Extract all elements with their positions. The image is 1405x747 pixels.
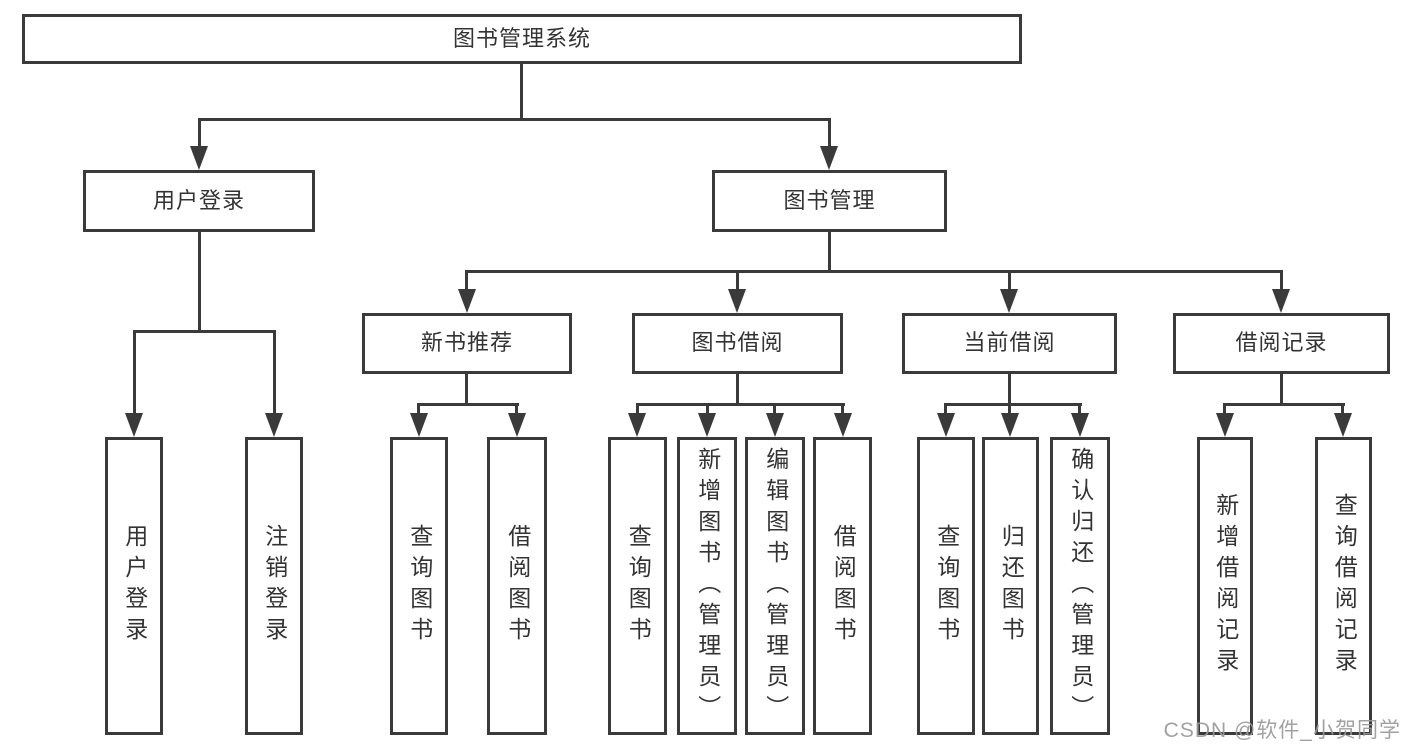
connector-line	[736, 270, 739, 291]
connector-line	[417, 403, 519, 406]
arrowhead-down-icon	[834, 413, 852, 437]
node-edit-book-admin: 编辑图书（管理员）	[745, 437, 805, 735]
arrowhead-down-icon	[1071, 413, 1089, 437]
node-book-borrow: 图书借阅	[632, 313, 843, 374]
arrowhead-down-icon	[1000, 289, 1018, 313]
arrowhead-down-icon	[766, 413, 784, 437]
arrowhead-down-icon	[628, 413, 646, 437]
arrowhead-down-icon	[728, 289, 746, 313]
connector-line	[1341, 403, 1344, 415]
connector-line	[198, 232, 201, 332]
arrowhead-down-icon	[1272, 289, 1290, 313]
connector-line	[1078, 403, 1081, 415]
connector-line	[465, 270, 1282, 273]
watermark: CSDN @软件_小贺同学	[1163, 719, 1401, 742]
node-add-book-admin: 新增图书（管理员）	[677, 437, 737, 735]
arrowhead-down-icon	[937, 413, 955, 437]
arrowhead-down-icon	[265, 413, 283, 437]
arrowhead-down-icon	[125, 413, 143, 437]
node-logout: 注销登录	[245, 437, 303, 735]
connector-line	[520, 64, 523, 120]
node-book-management: 图书管理	[712, 170, 947, 232]
node-return-book: 归还图书	[982, 437, 1039, 735]
arrowhead-down-icon	[190, 146, 208, 170]
connector-line	[1008, 374, 1011, 405]
node-query-borrow-record: 查询借阅记录	[1315, 437, 1372, 735]
connector-line	[1280, 374, 1283, 405]
node-borrow-query-book: 查询图书	[608, 437, 667, 735]
node-user-login: 用户登录	[83, 170, 315, 232]
arrowhead-down-icon	[458, 289, 476, 313]
connector-line	[133, 330, 276, 333]
arrowhead-down-icon	[1001, 413, 1019, 437]
arrowhead-down-icon	[1216, 413, 1234, 437]
node-user-login-leaf: 用户登录	[105, 437, 163, 735]
connector-line	[636, 403, 639, 415]
arrowhead-down-icon	[698, 413, 716, 437]
node-new-book-recommend: 新书推荐	[362, 313, 572, 374]
arrowhead-down-icon	[820, 146, 838, 170]
connector-line	[773, 403, 776, 415]
connector-line	[706, 403, 709, 415]
node-confirm-return-admin: 确认归还（管理员）	[1050, 437, 1110, 735]
connector-line	[1223, 403, 1345, 406]
connector-line	[944, 403, 1082, 406]
node-current-borrow: 当前借阅	[902, 313, 1117, 374]
connector-line	[828, 118, 831, 148]
node-borrow-record: 借阅记录	[1173, 313, 1390, 374]
node-recommend-query-book: 查询图书	[390, 437, 448, 735]
connector-line	[417, 403, 420, 415]
connector-line	[841, 403, 844, 415]
arrowhead-down-icon	[508, 413, 526, 437]
arrowhead-down-icon	[410, 413, 428, 437]
connector-line	[1280, 270, 1283, 291]
connector-line	[515, 403, 518, 415]
connector-line	[198, 118, 831, 121]
connector-line	[944, 403, 947, 415]
arrowhead-down-icon	[1334, 413, 1352, 437]
connector-line	[465, 270, 468, 291]
connector-line	[636, 403, 845, 406]
connector-line	[736, 374, 739, 405]
connector-line	[465, 374, 468, 405]
node-root: 图书管理系统	[22, 14, 1022, 64]
connector-line	[1008, 270, 1011, 291]
node-borrow-book: 借阅图书	[813, 437, 872, 735]
connector-line	[198, 118, 201, 148]
connector-line	[273, 330, 276, 415]
connector-line	[133, 330, 136, 415]
node-add-borrow-record: 新增借阅记录	[1197, 437, 1253, 735]
node-recommend-borrow-book: 借阅图书	[487, 437, 547, 735]
node-current-query-book: 查询图书	[917, 437, 975, 735]
connector-line	[1223, 403, 1226, 415]
connector-line	[1008, 403, 1011, 415]
connector-line	[828, 232, 831, 272]
